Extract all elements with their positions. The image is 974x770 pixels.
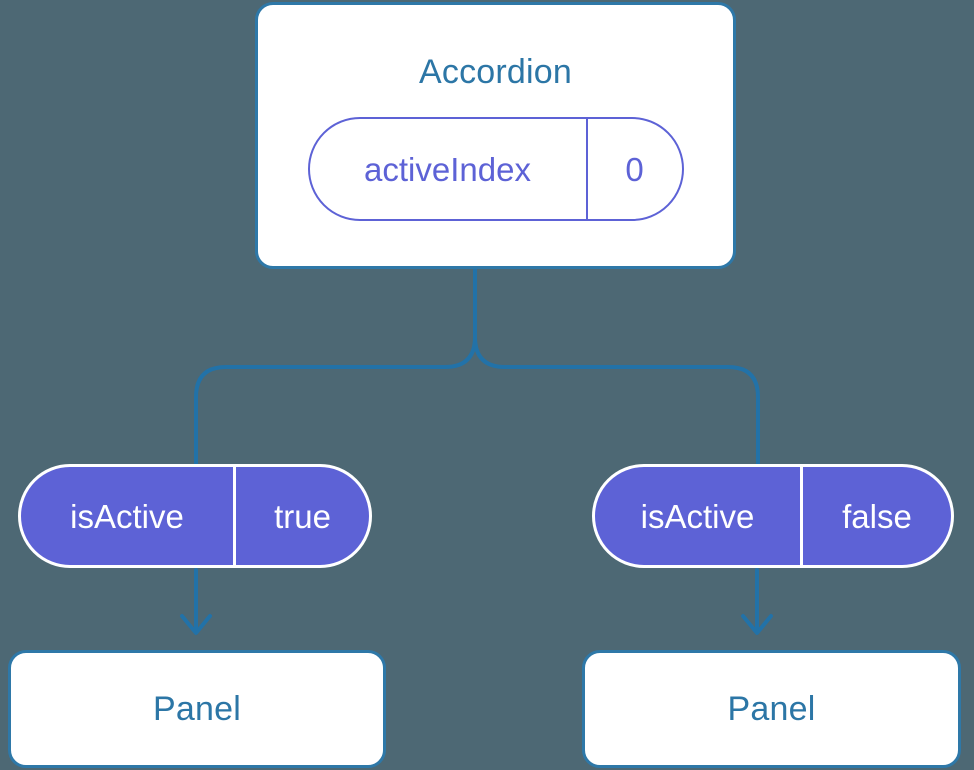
prop-pill-is-active-false[interactable]: isActive false	[592, 464, 954, 568]
state-pill-key: activeIndex	[310, 119, 588, 219]
state-pill-active-index[interactable]: activeIndex 0	[307, 117, 684, 221]
accordion-card-title: Accordion	[419, 53, 572, 91]
prop-pill-is-active-true[interactable]: isActive true	[18, 464, 372, 568]
connector-root-to-right	[473, 267, 760, 468]
arrow-left-head	[180, 614, 212, 635]
component-card-accordion[interactable]: Accordion activeIndex 0	[255, 2, 736, 269]
prop-pill-value: false	[842, 497, 912, 535]
prop-pill-key: isActive	[21, 467, 236, 565]
panel-card-title: Panel	[153, 690, 241, 728]
prop-pill-key: isActive	[595, 467, 803, 565]
state-pill-value: 0	[625, 150, 644, 188]
prop-pill-value: true	[274, 497, 331, 535]
component-card-panel-left[interactable]: Panel	[8, 650, 386, 768]
arrow-right-head	[741, 614, 773, 635]
component-card-panel-right[interactable]: Panel	[582, 650, 961, 768]
panel-card-title: Panel	[727, 690, 816, 728]
connector-root-to-left	[194, 267, 477, 468]
